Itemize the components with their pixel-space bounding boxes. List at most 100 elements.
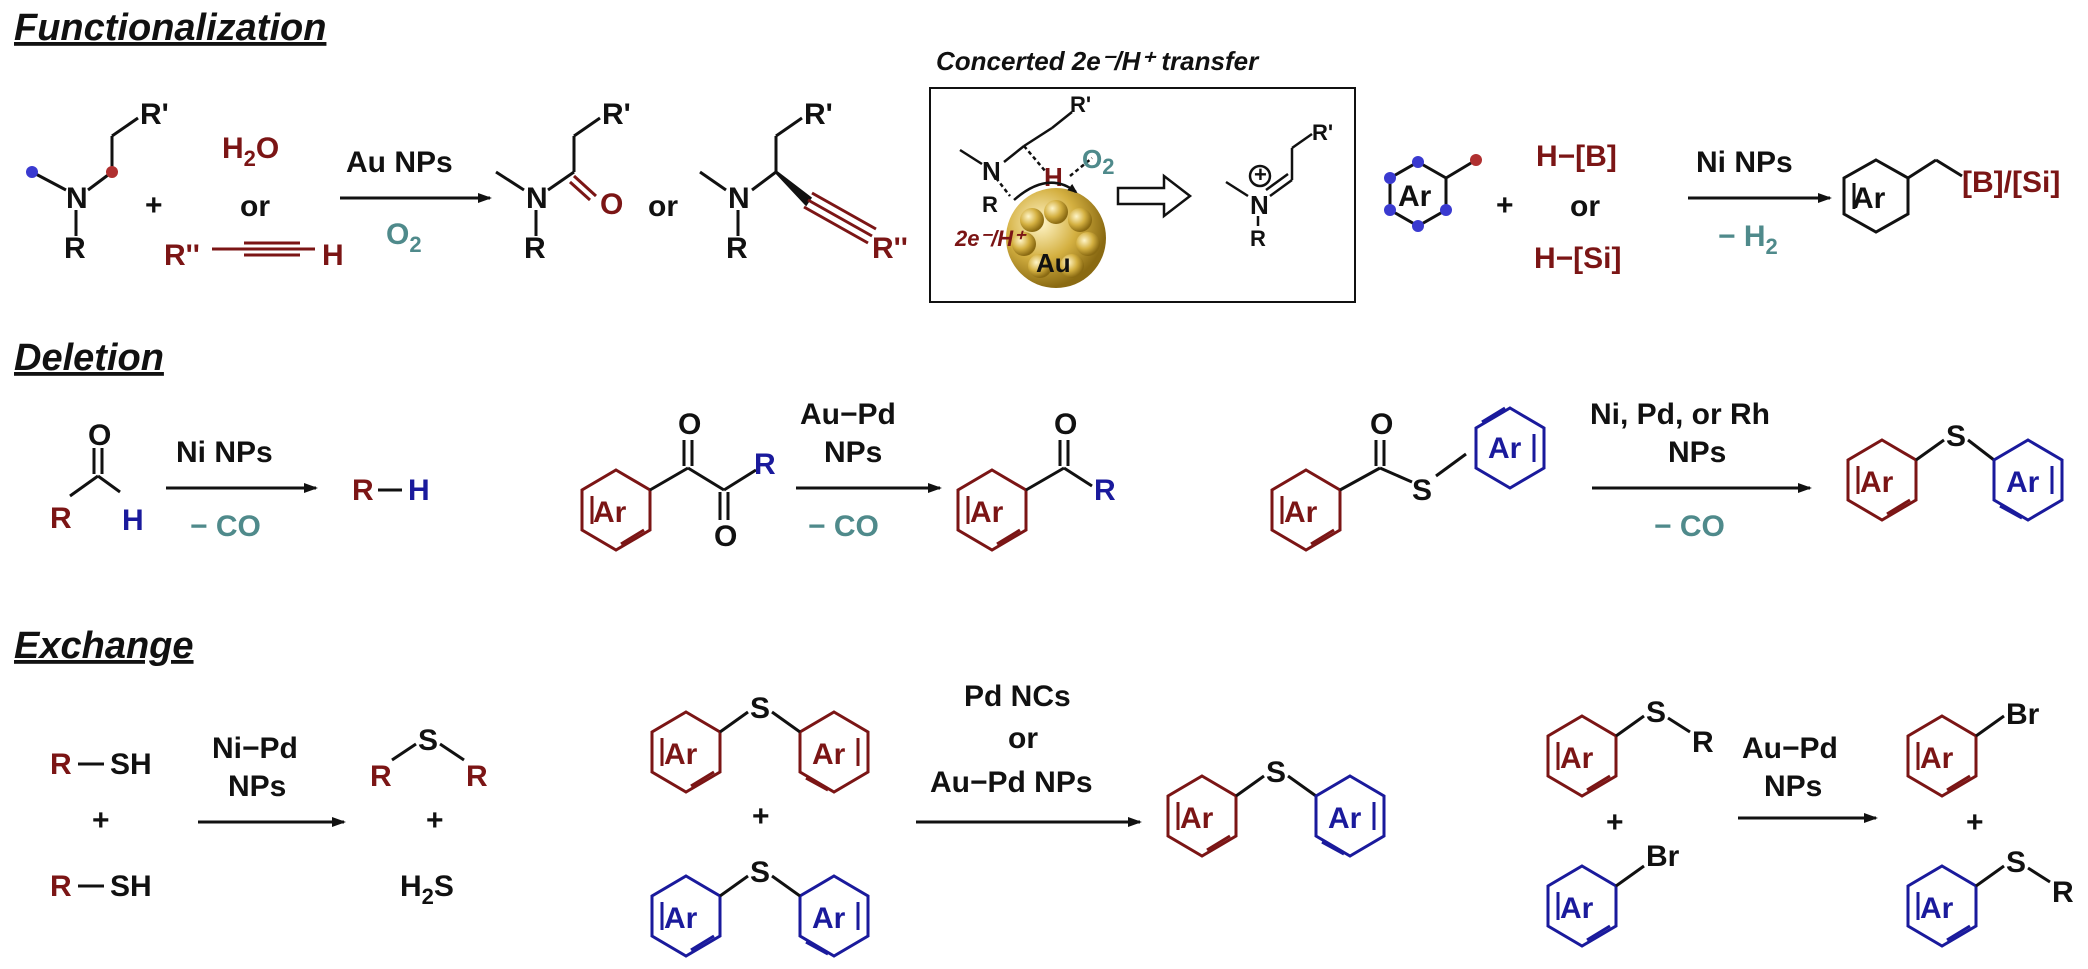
plus-sign: + <box>145 189 163 222</box>
blue-diarylsulfide <box>650 874 870 958</box>
diketone-r: R <box>754 448 776 481</box>
aldehyde-r: R <box>50 502 72 535</box>
product-bromide-br: Br <box>2006 698 2040 731</box>
amine-substrate <box>31 116 139 236</box>
plus-sign-5: + <box>752 800 770 833</box>
iminium-product <box>1225 132 1313 226</box>
red-site-dot <box>106 166 118 178</box>
mixed-s: S <box>1266 756 1286 789</box>
iminium-plus: + <box>1254 162 1267 187</box>
propargyl-n: N <box>728 182 750 215</box>
thioester-blue-ring <box>1474 406 1546 490</box>
amine-rprime: R' <box>140 98 169 131</box>
thiol2-r: R <box>50 870 72 903</box>
condition-func2: − H2 <box>1718 220 1778 259</box>
mixed-ar-blue: Ar <box>1328 802 1362 835</box>
catalyst-del3-line1: Ni, Pd, or Rh <box>1590 398 1770 431</box>
iminium-r: R <box>1250 226 1266 251</box>
borane-reagent: H−[B] <box>1536 140 1617 173</box>
plus-sign-3: + <box>92 804 110 837</box>
diketone-o1: O <box>678 408 701 441</box>
amide-product <box>495 116 601 236</box>
aldehyde-h: H <box>122 504 144 537</box>
product-bromide-ar-red: Ar <box>1920 742 1954 775</box>
thiol2-sh: SH <box>110 870 152 903</box>
plus-sign-7: + <box>1966 806 1984 839</box>
catalyst-exc1-line1: Ni−Pd <box>212 732 298 765</box>
ketone-chain <box>1025 440 1093 492</box>
thioester-s: S <box>1412 474 1432 507</box>
diarylsulfide-blue-ring-1 <box>1992 438 2064 522</box>
ketone-ar: Ar <box>970 496 1004 529</box>
rh-h: H <box>408 474 430 507</box>
amine-r: R <box>64 232 86 265</box>
h2s-formula: H2S <box>400 870 454 909</box>
catalyst-del2-line2: NPs <box>824 436 882 469</box>
mixed-diarylsulfide <box>1166 774 1386 858</box>
amide-rprime: R' <box>602 98 631 131</box>
inset-n: N <box>982 156 1001 186</box>
site-dots <box>1384 154 1482 232</box>
thiol1-sh: SH <box>110 748 152 781</box>
product-ar: Ar <box>1852 182 1886 215</box>
red-sulfide-s: S <box>750 692 770 725</box>
arene-ar: Ar <box>1398 180 1432 213</box>
amide-n: N <box>526 182 548 215</box>
aryl-bromide-red <box>1906 714 2005 798</box>
thioether-ar-red: Ar <box>1560 742 1594 775</box>
condition-del2: − CO <box>808 510 879 543</box>
aryl-bromide-blue <box>1546 864 1645 948</box>
inset-h: H <box>1044 162 1063 192</box>
mechanism-inset-box <box>929 87 1356 303</box>
inset-title: Concerted 2e⁻/H⁺ transfer <box>936 46 1260 76</box>
catalyst-del1: Ni NPs <box>176 436 273 469</box>
condition-del3: − CO <box>1654 510 1725 543</box>
sulfide-r2: R <box>466 760 488 793</box>
catalyst-exc2-line3: Au−Pd NPs <box>930 766 1093 799</box>
inset-rprime: R' <box>1070 92 1091 117</box>
diketone-ar: Ar <box>593 496 627 529</box>
or-text: or <box>240 190 270 223</box>
red-diarylsulfide <box>650 710 870 794</box>
bsi-label: [B]/[Si] <box>1962 166 2060 199</box>
inset-o2: O2 <box>1082 144 1114 179</box>
blue-sulfide-s: S <box>750 856 770 889</box>
catalyst-del2-line1: Au−Pd <box>800 398 896 431</box>
thiol1-r: R <box>50 748 72 781</box>
catalyst-func2: Ni NPs <box>1696 146 1793 179</box>
diketone-chain <box>649 440 757 520</box>
propargyl-rprime: R' <box>804 98 833 131</box>
product-s: S <box>1946 420 1966 453</box>
bromide-ar-blue: Ar <box>1560 892 1594 925</box>
section-title-exchange: Exchange <box>14 625 194 667</box>
benzylboron-product <box>1842 158 1963 234</box>
rh-r: R <box>352 474 374 507</box>
blue-sulfide-ar1: Ar <box>664 902 698 935</box>
catalyst-exc2-line2: or <box>1008 722 1038 755</box>
product-ar-red: Ar <box>1860 466 1894 499</box>
blue-sulfide-ar2: Ar <box>812 902 846 935</box>
product-thioether-ar-blue: Ar <box>1920 892 1954 925</box>
alkyne-rdprime: R'' <box>164 239 200 272</box>
mixed-ar-red: Ar <box>1180 802 1214 835</box>
condition-del1: − CO <box>190 510 261 543</box>
ketone-o: O <box>1054 408 1077 441</box>
iminium-n: N <box>1250 190 1269 220</box>
section-title-functionalization: Functionalization <box>14 7 326 49</box>
propargyl-rdprime: R'' <box>872 232 908 265</box>
section-title-deletion: Deletion <box>14 337 164 379</box>
inset-electron-label: 2e⁻/H⁺ <box>954 226 1027 251</box>
product-ar-blue: Ar <box>2006 466 2040 499</box>
catalyst-exc1-line2: NPs <box>228 770 286 803</box>
amide-r: R <box>524 232 546 265</box>
silane-reagent: H−[Si] <box>1534 242 1622 275</box>
catalyst-exc3-line2: NPs <box>1764 770 1822 803</box>
aldehyde-o: O <box>88 419 111 452</box>
au-label: Au <box>1036 248 1071 278</box>
plus-sign-4: + <box>426 804 444 837</box>
catalyst-del3-line2: NPs <box>1668 436 1726 469</box>
diketone-o2: O <box>714 520 737 553</box>
thioester-o: O <box>1370 408 1393 441</box>
red-sulfide-ar1: Ar <box>664 738 698 771</box>
product-thioether-s: S <box>2006 846 2026 879</box>
